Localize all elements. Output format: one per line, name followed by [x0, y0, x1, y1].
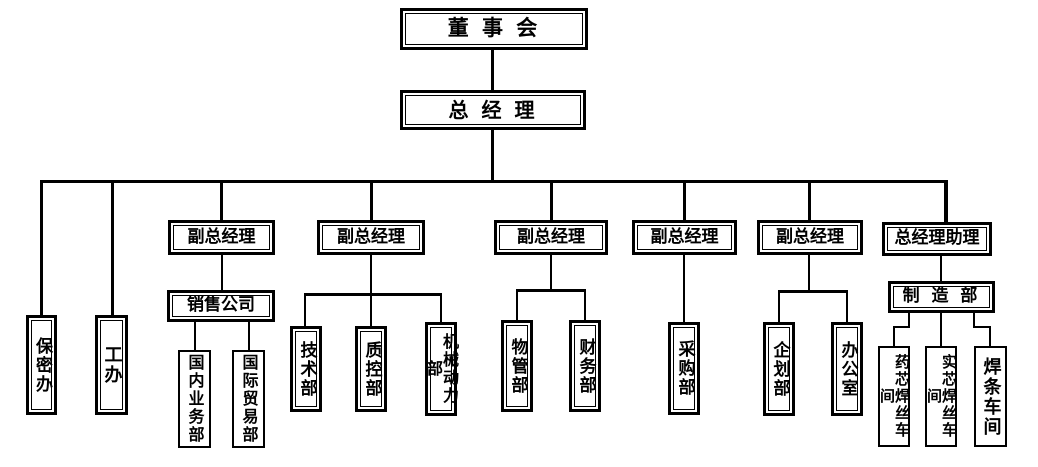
connector-to-planning-dept — [778, 292, 780, 322]
node-label: 副总经理 — [337, 226, 405, 247]
connector-manufacturing-cross-right — [973, 326, 991, 328]
node-label: 副总经理 — [517, 226, 585, 247]
connector-bus-to-security-office — [40, 182, 43, 315]
connector-vgm5-drop — [808, 255, 810, 291]
node-label: 采购部 — [674, 340, 695, 397]
connector-vgm1-to-sales-company — [221, 255, 223, 290]
connector-to-flux-cored-wire-workshop — [893, 326, 895, 346]
connector-bus-to-vgm1 — [220, 182, 223, 220]
connector-bus-to-union-office — [111, 182, 114, 315]
connector-bus-to-vgm4 — [683, 182, 686, 220]
connector-to-materials-dept — [516, 291, 518, 320]
connector-to-solid-wire-workshop — [940, 313, 942, 346]
connector-sales-to-domestic — [194, 322, 196, 350]
connector-bus-to-vgm5 — [808, 182, 811, 220]
node-solid-wire-workshop[interactable]: 实芯焊丝车间 — [925, 346, 958, 447]
node-label: 实芯焊丝车间 — [925, 354, 958, 439]
connector-vgm2-drop — [370, 255, 372, 294]
node-union-office[interactable]: 工办 — [95, 315, 128, 415]
connector-manufacturing-stub-left — [908, 313, 910, 327]
node-finance-dept[interactable]: 财务部 — [569, 320, 601, 412]
node-qc-dept[interactable]: 质控部 — [355, 326, 387, 412]
node-sales-company[interactable]: 销售公司 — [167, 290, 275, 322]
connector-bus-to-gm-assistant — [944, 182, 948, 222]
node-label: 焊条车间 — [980, 356, 1002, 437]
connector-to-mech-power-dept — [440, 295, 442, 322]
node-label: 副总经理 — [776, 226, 844, 247]
connector-bus-to-vgm2 — [370, 182, 373, 220]
connector-to-finance-dept — [584, 291, 586, 320]
connector-sales-to-international — [248, 322, 250, 350]
connector-to-qc-dept — [370, 295, 372, 326]
node-vice-general-manager-5[interactable]: 副总经理 — [757, 220, 863, 255]
node-label: 副总经理 — [187, 226, 256, 247]
node-label: 总 经 理 — [448, 97, 538, 122]
connector-to-admin-office — [846, 292, 848, 322]
node-mech-power-dept[interactable]: 机械动力部 — [424, 322, 459, 416]
main-distribution-bus — [40, 180, 948, 183]
node-label: 总经理助理 — [894, 228, 980, 249]
connector-vgm3-drop — [550, 255, 552, 290]
node-board-of-directors[interactable]: 董 事 会 — [400, 8, 588, 50]
node-security-office[interactable]: 保密办 — [26, 315, 57, 415]
connector-vgm3-children-bus — [516, 289, 586, 292]
node-electrode-workshop[interactable]: 焊条车间 — [974, 346, 1007, 447]
node-label: 办公室 — [837, 340, 858, 398]
node-planning-dept[interactable]: 企划部 — [763, 322, 795, 416]
node-label: 技术部 — [296, 340, 317, 398]
node-manufacturing-dept[interactable]: 制 造 部 — [888, 281, 995, 313]
node-label: 企划部 — [769, 340, 790, 398]
node-label: 董 事 会 — [447, 16, 541, 41]
node-label: 工办 — [101, 345, 123, 385]
connector-gm-to-bus — [491, 130, 494, 182]
node-label: 保密办 — [32, 336, 52, 394]
node-label: 财务部 — [575, 337, 596, 395]
connector-vgm4-to-purchasing — [683, 255, 685, 322]
connector-bus-to-vgm3 — [550, 182, 553, 220]
node-gm-assistant[interactable]: 总经理助理 — [882, 222, 992, 256]
node-label: 销售公司 — [187, 295, 255, 316]
node-flux-cored-wire-workshop[interactable]: 药芯焊丝车间 — [878, 346, 911, 447]
connector-vgm5-children-bus — [778, 290, 848, 293]
node-vice-general-manager-2[interactable]: 副总经理 — [317, 220, 425, 255]
node-vice-general-manager-3[interactable]: 副总经理 — [494, 220, 608, 255]
node-label: 机械动力部 — [424, 333, 459, 405]
connector-to-electrode-workshop — [989, 326, 991, 346]
node-label: 质控部 — [361, 340, 382, 398]
node-vice-general-manager-1[interactable]: 副总经理 — [168, 220, 275, 255]
node-vice-general-manager-4[interactable]: 副总经理 — [632, 220, 737, 255]
node-label: 物管部 — [507, 337, 528, 395]
node-general-manager[interactable]: 总 经 理 — [400, 90, 586, 130]
node-label: 国内业务部 — [185, 354, 205, 444]
node-materials-dept[interactable]: 物管部 — [501, 320, 533, 412]
connector-to-tech-dept — [304, 295, 306, 326]
connector-manufacturing-stub-right — [973, 313, 975, 327]
connector-gm-assistant-to-manufacturing — [940, 256, 942, 281]
connector-manufacturing-cross-left — [893, 326, 910, 328]
node-international-trade-dept[interactable]: 国际贸易部 — [232, 350, 265, 448]
node-tech-dept[interactable]: 技术部 — [290, 326, 322, 412]
node-domestic-business-dept[interactable]: 国内业务部 — [178, 350, 211, 448]
node-label: 药芯焊丝车间 — [878, 354, 911, 439]
node-label: 国际贸易部 — [239, 354, 259, 444]
node-label: 副总经理 — [650, 226, 719, 247]
node-admin-office[interactable]: 办公室 — [831, 322, 863, 416]
node-purchasing-dept[interactable]: 采购部 — [668, 322, 700, 415]
connector-vgm2-children-bus — [304, 293, 442, 296]
connector-board-to-gm — [491, 50, 494, 90]
node-label: 制 造 部 — [902, 286, 981, 307]
